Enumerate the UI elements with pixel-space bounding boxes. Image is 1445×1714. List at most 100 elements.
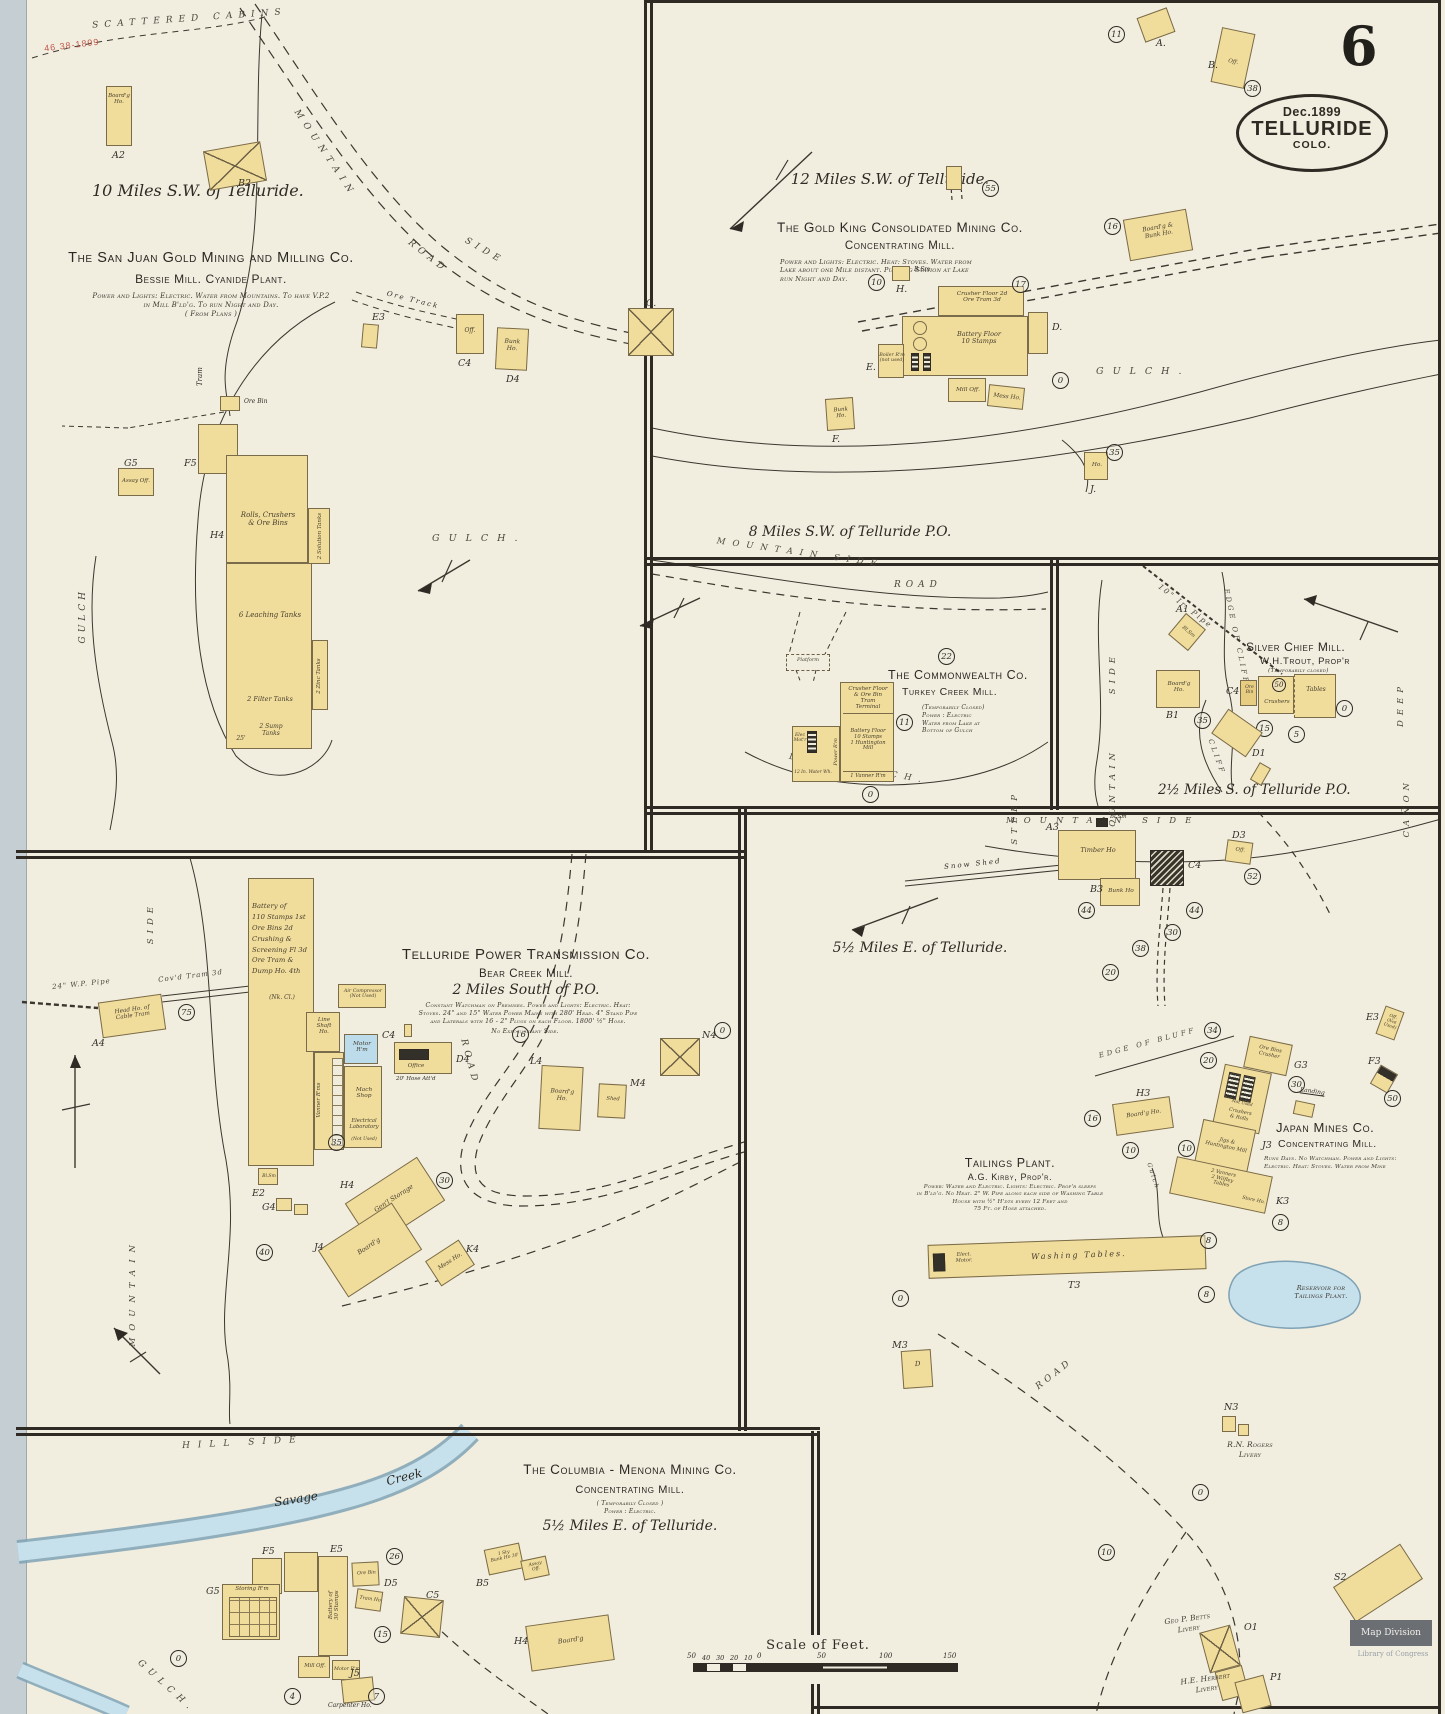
building-label: Mill Off.	[955, 387, 981, 393]
mountain-label: MOUNTAIN	[1108, 748, 1118, 841]
building-line-shaft-house: Line Shaft Ho.	[306, 1012, 340, 1052]
sanjuan-distance: 10 Miles S.W. of Telluride.	[92, 181, 304, 200]
scale-tick-100: 100	[879, 1652, 893, 1660]
scale-segment	[733, 1664, 746, 1671]
cap-h4: H4	[210, 530, 225, 541]
cap-m3: M3	[892, 1340, 908, 1351]
building-label: Crushers	[1264, 699, 1290, 705]
building-stable-g	[628, 308, 674, 356]
store-house-label: Store Ho.	[1241, 1195, 1266, 1206]
border-horizontal-2	[644, 806, 1441, 815]
building-label: Mill Off.	[304, 1663, 326, 1669]
cap-b5: B5	[476, 1578, 490, 1589]
tailings-proprietor: A.G. Kirby, Prop'r.	[967, 1172, 1053, 1182]
circle-11: 11	[1108, 26, 1125, 43]
building-label: Motor R'm	[352, 1041, 372, 1054]
office-label: Office	[407, 1063, 425, 1069]
building-label: Ore Bin	[356, 1570, 376, 1577]
circle-0: 0	[1052, 372, 1069, 389]
rogers-livery-label: R.N. Rogers Livery	[1227, 1440, 1273, 1459]
sanjuan-notes: Power and Lights: Electric. Water from M…	[92, 292, 330, 319]
scale-title: Scale of Feet.	[766, 1638, 870, 1653]
circle-0b: 0	[892, 1290, 909, 1307]
building-label: Bunk Ho.	[504, 337, 521, 352]
building-label: Assay Off.	[122, 478, 150, 484]
washing-tables-label: Washing Tables.	[1031, 1248, 1127, 1262]
circle-7: 7	[368, 1688, 385, 1705]
columbia-distance: 5½ Miles E. of Telluride.	[542, 1518, 718, 1534]
building-vanner-rooms: Vanner R'ms	[314, 1052, 344, 1150]
motor-label: Elec Mot'r	[793, 733, 807, 744]
building-label: Air Compressor (Not Used)	[343, 989, 383, 1000]
cap-f5: F5	[184, 458, 197, 469]
scale-segment	[694, 1664, 707, 1671]
power-room-label: Power R'm	[833, 738, 840, 766]
cap-d4: D4	[506, 374, 520, 385]
cap-g: G.	[646, 298, 657, 309]
cap-e5: E5	[330, 1544, 343, 1555]
building-label: Timber Ho	[1080, 846, 1116, 854]
scale-bar	[693, 1663, 958, 1672]
transformer-block	[399, 1049, 429, 1060]
tram-label: Tram	[196, 367, 204, 386]
cap-c4: C4	[458, 358, 472, 369]
building-label: Bunk Ho	[1108, 888, 1134, 894]
building-label: Mess Ho.	[993, 392, 1021, 402]
canon-label: CAÑON	[1402, 778, 1412, 838]
border-vertical-4a	[811, 1431, 820, 1635]
dimension-label: 25'	[236, 735, 246, 742]
scale-tick-20: 20	[730, 1654, 739, 1662]
circle-20b: 20	[1200, 1052, 1217, 1069]
building-battery-floor: Battery Floor 10 Stamps	[902, 316, 1028, 376]
circle-8: 8	[1272, 1214, 1289, 1231]
border-horizontal-1	[644, 557, 1441, 566]
cap-b: B.	[1208, 60, 1219, 71]
building-ore-bin: Ore Bin	[1240, 680, 1257, 706]
circle-30b: 30	[1288, 1076, 1305, 1093]
columbia-title: The Columbia - Menona Mining Co.	[523, 1462, 737, 1477]
cap-a4: A4	[92, 1038, 105, 1049]
border-outer-bottom	[811, 1706, 1441, 1709]
silverchief-distance: 2½ Miles S. of Telluride P.O.	[1158, 782, 1351, 798]
cap-g4: G4	[262, 1202, 276, 1213]
building-mill-office: Mill Off.	[298, 1656, 330, 1678]
building-label: Tram Ho	[359, 1595, 382, 1604]
circle-34: 34	[1204, 1022, 1221, 1039]
circle-26: 26	[386, 1548, 403, 1565]
circle-0: 0	[1336, 700, 1353, 717]
motor-block	[923, 353, 931, 371]
circle-5: 5	[1288, 726, 1305, 743]
scale-tick-40: 40	[702, 1654, 711, 1662]
building-label: Shed	[606, 1095, 620, 1103]
scale-segment	[707, 1664, 720, 1671]
circle-50: 50	[1272, 678, 1286, 692]
building-tiny-shed	[404, 1024, 412, 1037]
cap-j: J.	[1090, 484, 1097, 495]
circle-4: 4	[284, 1688, 301, 1705]
building-dwelling-m3: D	[900, 1348, 934, 1390]
building-label: Ho.	[1091, 462, 1103, 468]
cap-o1: O1	[1244, 1622, 1258, 1633]
building-bunkhouse-f: Bunk Ho.	[824, 397, 856, 431]
scale-tick-150: 150	[943, 1652, 957, 1660]
reservoir-label: Reservoir for Tailings Plant.	[1294, 1284, 1348, 1301]
vanner-rooms-label: Vanner R'ms	[315, 1082, 322, 1118]
circle-16: 16	[512, 1026, 529, 1043]
building-stable-c5	[400, 1596, 444, 1638]
cap-d1: D1	[1252, 748, 1266, 759]
circle-11: 11	[896, 714, 913, 731]
building-tram-terminal	[1150, 850, 1184, 886]
building-commonwealth-mill: Crusher Floor & Ore Bin Tram Terminal Ba…	[840, 682, 894, 782]
building-motor-room: Motor R'm	[344, 1034, 378, 1064]
cap-f3: F3	[1368, 1056, 1381, 1067]
tank-circle	[913, 337, 927, 351]
border-vertical-2	[738, 806, 747, 1431]
columbia-subtitle: Concentrating Mill.	[575, 1484, 685, 1496]
building-storing-room: Storing R'm	[222, 1584, 280, 1640]
building-mach-shop-lab: Mach Shop Electrical Laboratory (Not Use…	[344, 1066, 382, 1148]
japan-title: Japan Mines Co.	[1276, 1120, 1375, 1135]
sanjuan-subtitle: Bessie Mill. Cyanide Plant.	[135, 272, 287, 286]
circle-30: 30	[436, 1172, 453, 1189]
japan-subtitle: Concentrating Mill.	[1278, 1138, 1377, 1150]
circle-44b: 44	[1186, 902, 1203, 919]
